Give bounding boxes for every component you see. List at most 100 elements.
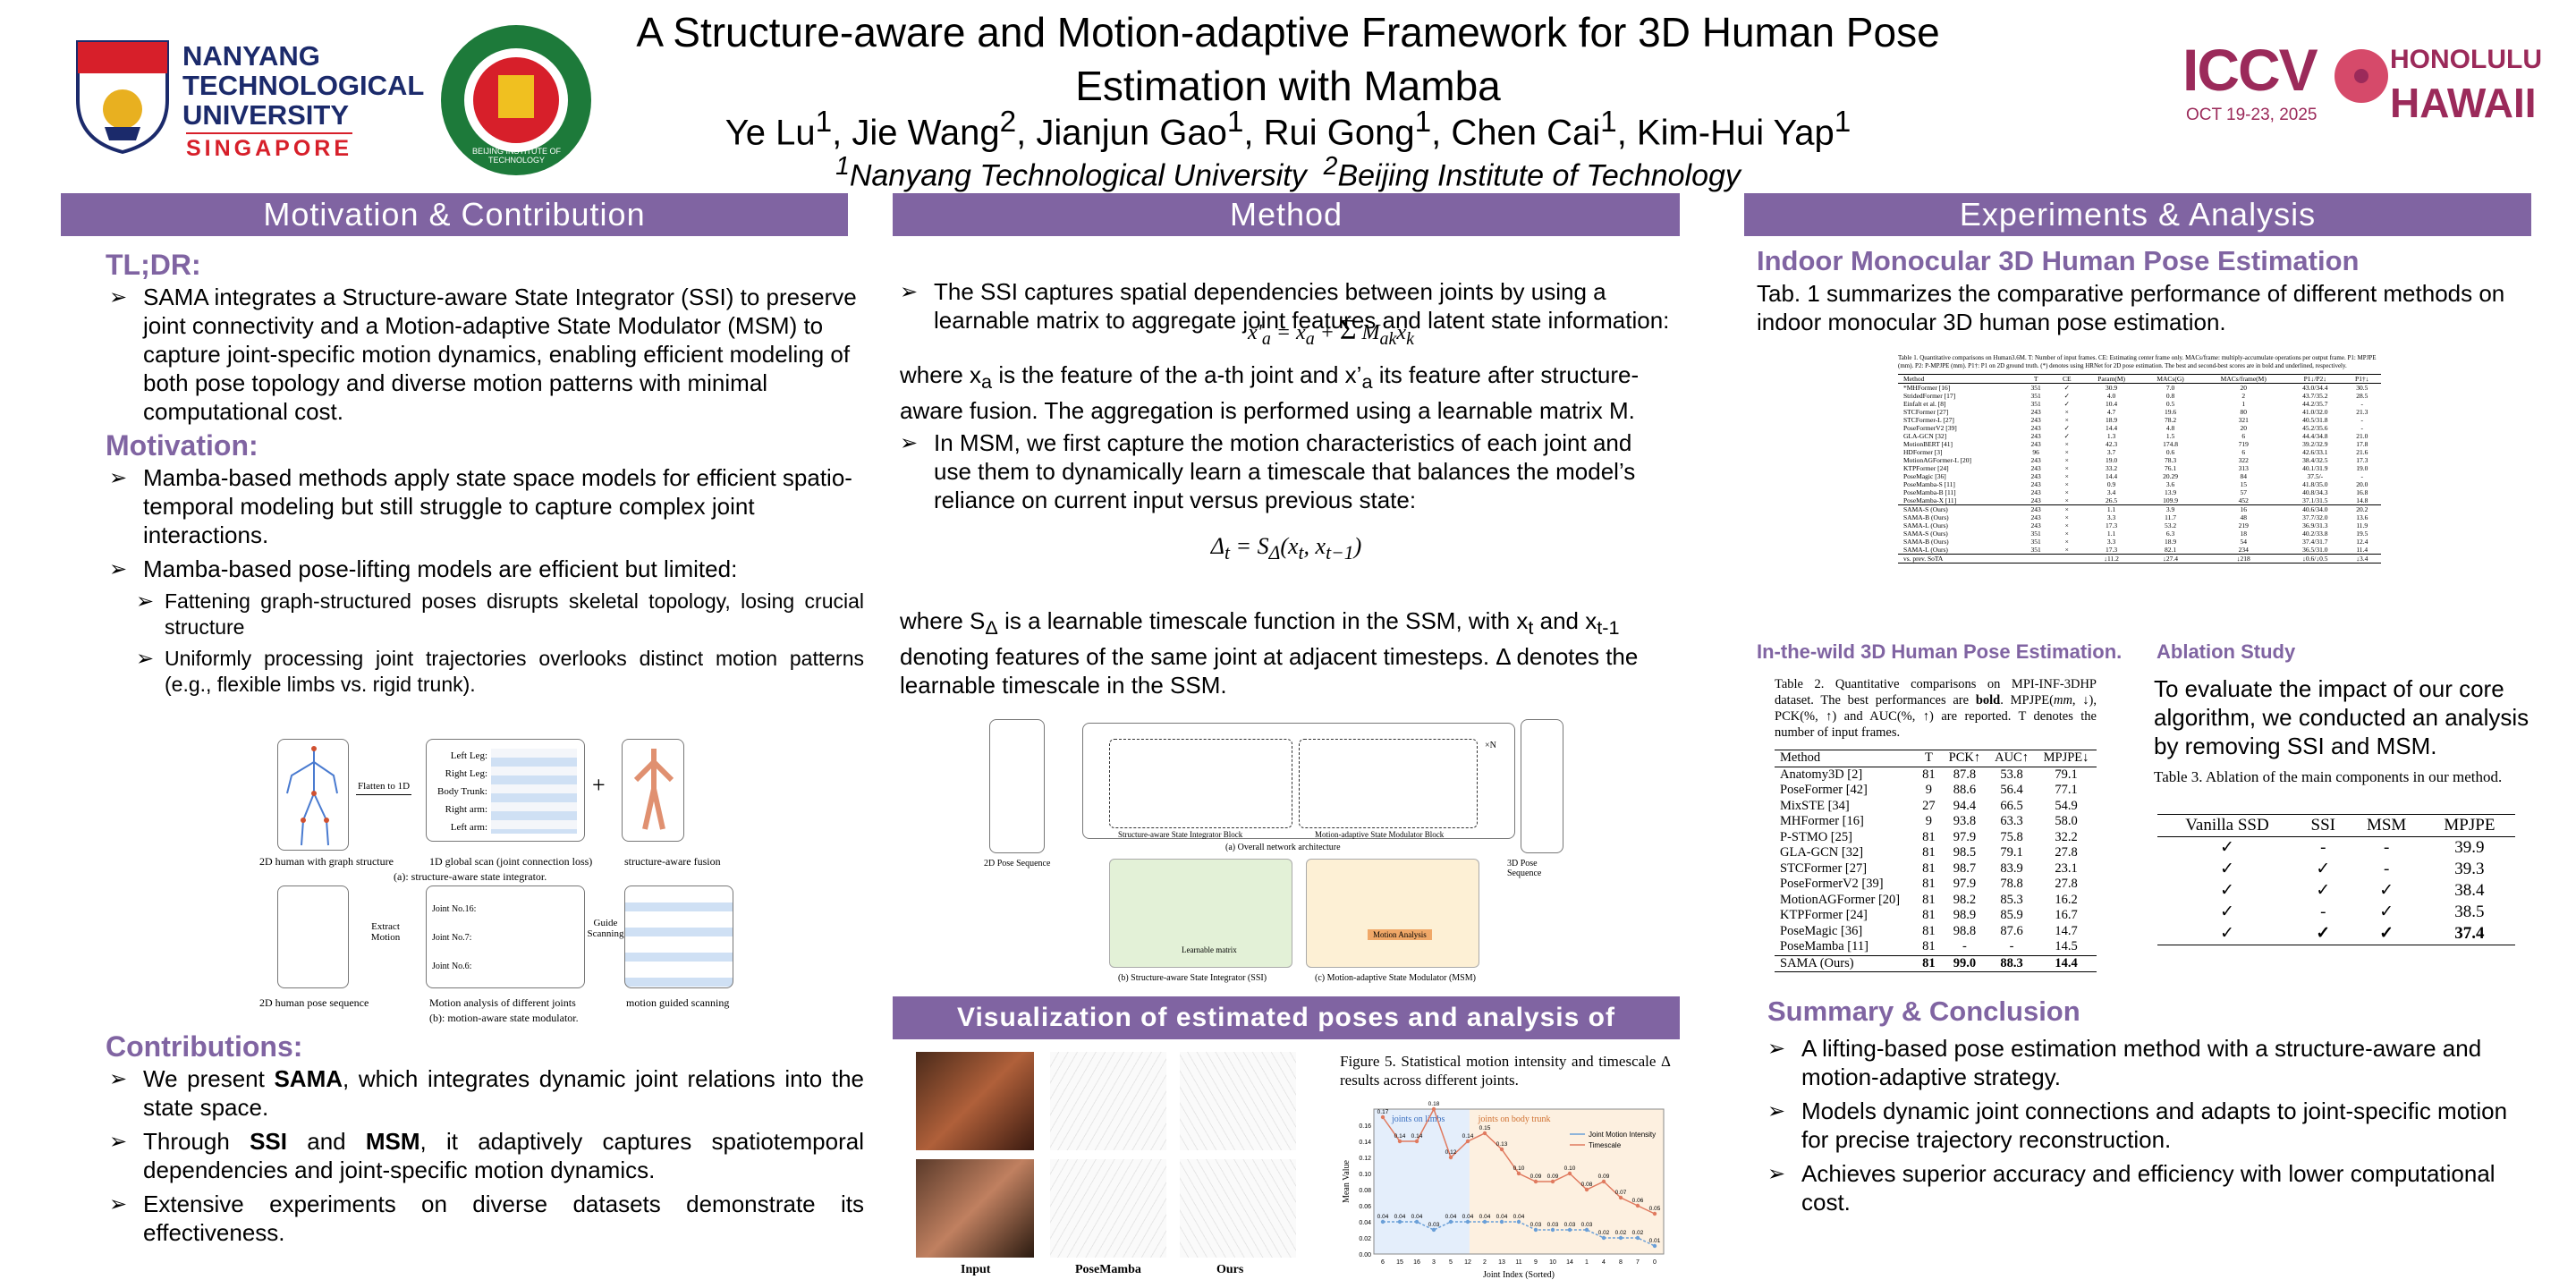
table-cell: 83.9 <box>2000 860 2023 876</box>
table-cell: 98.8 <box>1953 923 1977 938</box>
table2-col: T <box>1924 750 1933 765</box>
table-cell: 81 <box>1922 939 1936 953</box>
table-cell: 6 <box>2241 432 2246 440</box>
table-cell: 1.1 <box>2106 530 2116 538</box>
table-cell: 11.4 <box>2356 546 2368 554</box>
table-cell: 13.9 <box>2164 488 2177 496</box>
trunk-label: joints on body trunk <box>1478 1114 1551 1124</box>
summary-2: Models dynamic joint connections and ada… <box>1767 1097 2537 1154</box>
guided-scan-box <box>624 886 733 988</box>
method-p4: where SΔ is a learnable timescale functi… <box>900 607 1639 699</box>
table-cell: 10.4 <box>2106 400 2118 408</box>
bit-name: BEIJING INSTITUTE OF TECHNOLOGY <box>471 147 561 165</box>
ntu-name-3: UNIVERSITY <box>182 99 350 131</box>
output-label: 3D Pose Sequence <box>1507 859 1542 878</box>
table-cell: 174.8 <box>2163 440 2178 448</box>
poster-title: A Structure-aware and Motion-adaptive Fr… <box>636 9 1940 109</box>
table2: Table 2. Quantitative comparisons on MPI… <box>1775 676 2097 972</box>
table-cell: × <box>2064 488 2069 496</box>
data-label: 0.04 <box>1377 1214 1389 1220</box>
table-cell: 33.2 <box>2106 464 2118 472</box>
table-cell: STCFormer-L [27] <box>1903 416 1954 424</box>
msm-equation: Δt = SΔ(xt, xt−1) <box>1210 532 1362 564</box>
table-cell: 99.0 <box>1953 955 1977 970</box>
data-label: 0.14 <box>1394 1133 1406 1140</box>
table-cell: 79.1 <box>2055 767 2078 782</box>
table3-col: Vanilla SSD <box>2185 816 2269 835</box>
figure5-caption: Figure 5. Statistical motion intensity a… <box>1340 1053 1671 1089</box>
data-point <box>1448 1219 1453 1224</box>
input-seq-box <box>989 719 1045 853</box>
data-point <box>1533 1179 1538 1184</box>
ntu-logo: NANYANG TECHNOLOGICAL UNIVERSITY SINGAPO… <box>73 38 424 163</box>
table-cell: 81 <box>1922 877 1936 891</box>
table-cell: - <box>2320 902 2326 921</box>
y-tick-label: 0.08 <box>1359 1188 1371 1194</box>
data-point <box>1414 1219 1419 1224</box>
ours-plot-2 <box>1180 1159 1296 1258</box>
right-column: Indoor Monocular 3D Human Pose Estimatio… <box>1757 243 2526 336</box>
table-cell: 11.9 <box>2356 521 2368 530</box>
data-point <box>1448 1155 1453 1160</box>
data-label: 0.05 <box>1649 1206 1661 1212</box>
table-cell: MHFormer [16] <box>1780 814 1864 828</box>
fig-a-caption: (a): structure-aware state integrator. <box>394 870 547 883</box>
table-cell: 30.9 <box>2106 384 2118 392</box>
fig-b-caption: (b): motion-aware state modulator. <box>429 1012 579 1024</box>
table-cell: 19.0 <box>2106 456 2118 464</box>
table-cell: P-STMO [25] <box>1780 829 1852 844</box>
table-cell: 41.8/35.0 <box>2302 480 2328 488</box>
data-point <box>1431 1106 1436 1112</box>
table-cell <box>2020 555 2052 564</box>
x-tick-label: 16 <box>1413 1259 1420 1266</box>
data-point <box>1380 1219 1385 1224</box>
table1-col: T <box>2033 375 2038 383</box>
data-label: 0.09 <box>1598 1174 1610 1180</box>
table-cell: ✓ <box>2220 881 2234 900</box>
table3-col: MSM <box>2366 816 2407 835</box>
nx-label: ×N <box>1485 741 1496 750</box>
table-cell: 1 <box>2241 400 2246 408</box>
table-cell: 40.6/34.0 <box>2302 505 2328 513</box>
pose-visualization: Input PoseMamba Ours <box>916 1052 1309 1284</box>
table-row: ✓✓✓37.4 <box>2157 923 2515 945</box>
table-cell: 234 <box>2238 546 2249 554</box>
data-point <box>1465 1219 1470 1224</box>
table-cell: × <box>2064 496 2069 504</box>
table-cell: 3.6 <box>2165 480 2175 488</box>
posemamba-plot-1 <box>1050 1052 1166 1150</box>
table-cell: STCFormer [27] <box>1780 860 1868 876</box>
table-cell: PoseMamba-S [11] <box>1903 480 1955 488</box>
table-cell: ✓ <box>2379 924 2394 943</box>
table-cell: 321 <box>2238 416 2249 424</box>
table-cell: HDFormer [3] <box>1903 448 1943 456</box>
legend-entry: Timescale <box>1589 1141 1622 1149</box>
table1-col: MACs(G) <box>2157 375 2184 383</box>
table-cell: 16.8 <box>2356 488 2368 496</box>
data-point <box>1652 1243 1657 1249</box>
ntu-singapore: SINGAPORE <box>186 132 353 162</box>
label-posemamba: PoseMamba <box>1075 1263 1141 1276</box>
ntu-crest-icon <box>76 40 169 155</box>
table-cell: 20.2 <box>2356 505 2368 513</box>
table-cell: SAMA (Ours) <box>1780 955 1854 970</box>
table-cell: 243 <box>2030 456 2041 464</box>
ssi-block <box>1109 739 1292 828</box>
section-visualization: Visualization of estimated poses and ana… <box>893 996 1680 1075</box>
pose-seq-box <box>277 886 349 988</box>
table-cell: 14.5 <box>2055 939 2078 953</box>
table-cell: 243 <box>2030 432 2041 440</box>
table-cell: ✓ <box>2063 400 2070 408</box>
architecture-figure: ×N Structure-aware State Integrator Bloc… <box>984 716 1565 995</box>
data-point <box>1397 1219 1402 1224</box>
motivation-sub-1: Fattening graph-structured poses disrupt… <box>136 589 864 640</box>
data-label: 0.10 <box>1564 1165 1576 1172</box>
data-label: 0.03 <box>1547 1222 1559 1228</box>
table-cell: 36.5/31.0 <box>2302 546 2328 554</box>
